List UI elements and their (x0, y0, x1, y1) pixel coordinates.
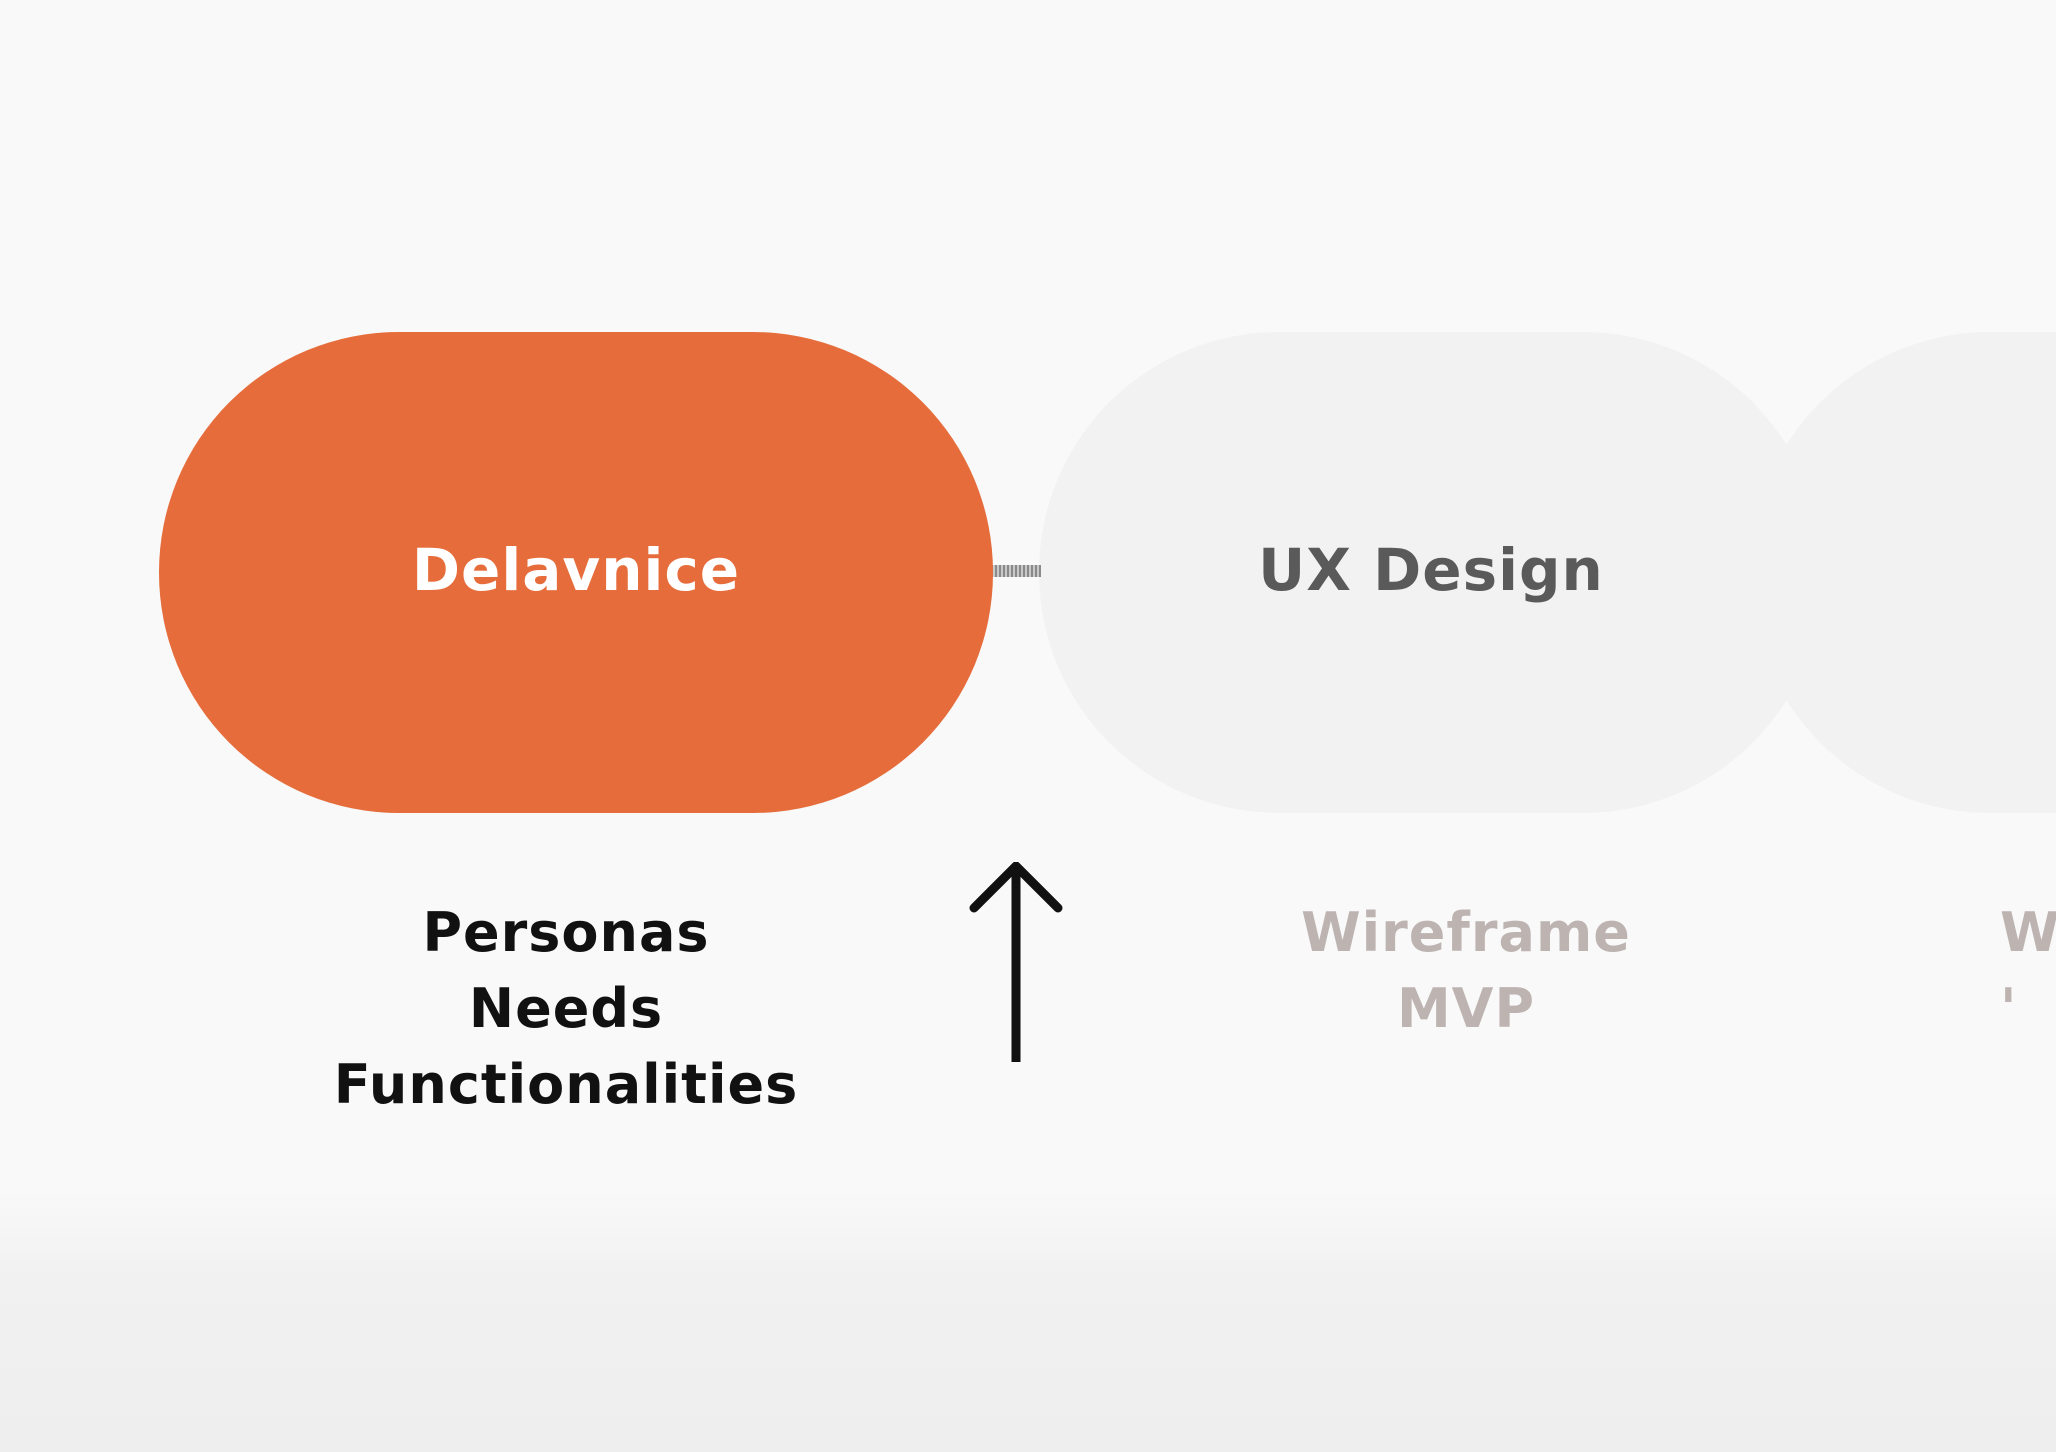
detail-item: Functionalities (333, 1053, 799, 1116)
stage-details-delavnice: Personas Needs Functionalities (250, 895, 882, 1123)
detail-item: Personas (422, 901, 710, 964)
detail-item: MVP (1396, 977, 1536, 1040)
stage-pill-ux-design: UX Design (1039, 332, 1823, 813)
stage-details-ux-design: Wireframe MVP (1166, 895, 1766, 1047)
detail-item: Needs (468, 977, 664, 1040)
stage-label: UX Design (1258, 535, 1604, 604)
stage-details-3: W ' (2000, 895, 2056, 1047)
stage-connector (991, 565, 1041, 577)
detail-item: ' (2000, 977, 2018, 1040)
stage-label: Delavnice (411, 535, 741, 604)
arrow-up-icon (969, 862, 1063, 1062)
stage-pill-delavnice: Delavnice (159, 332, 993, 813)
detail-item: W (2000, 901, 2056, 964)
detail-item: Wireframe (1301, 901, 1631, 964)
